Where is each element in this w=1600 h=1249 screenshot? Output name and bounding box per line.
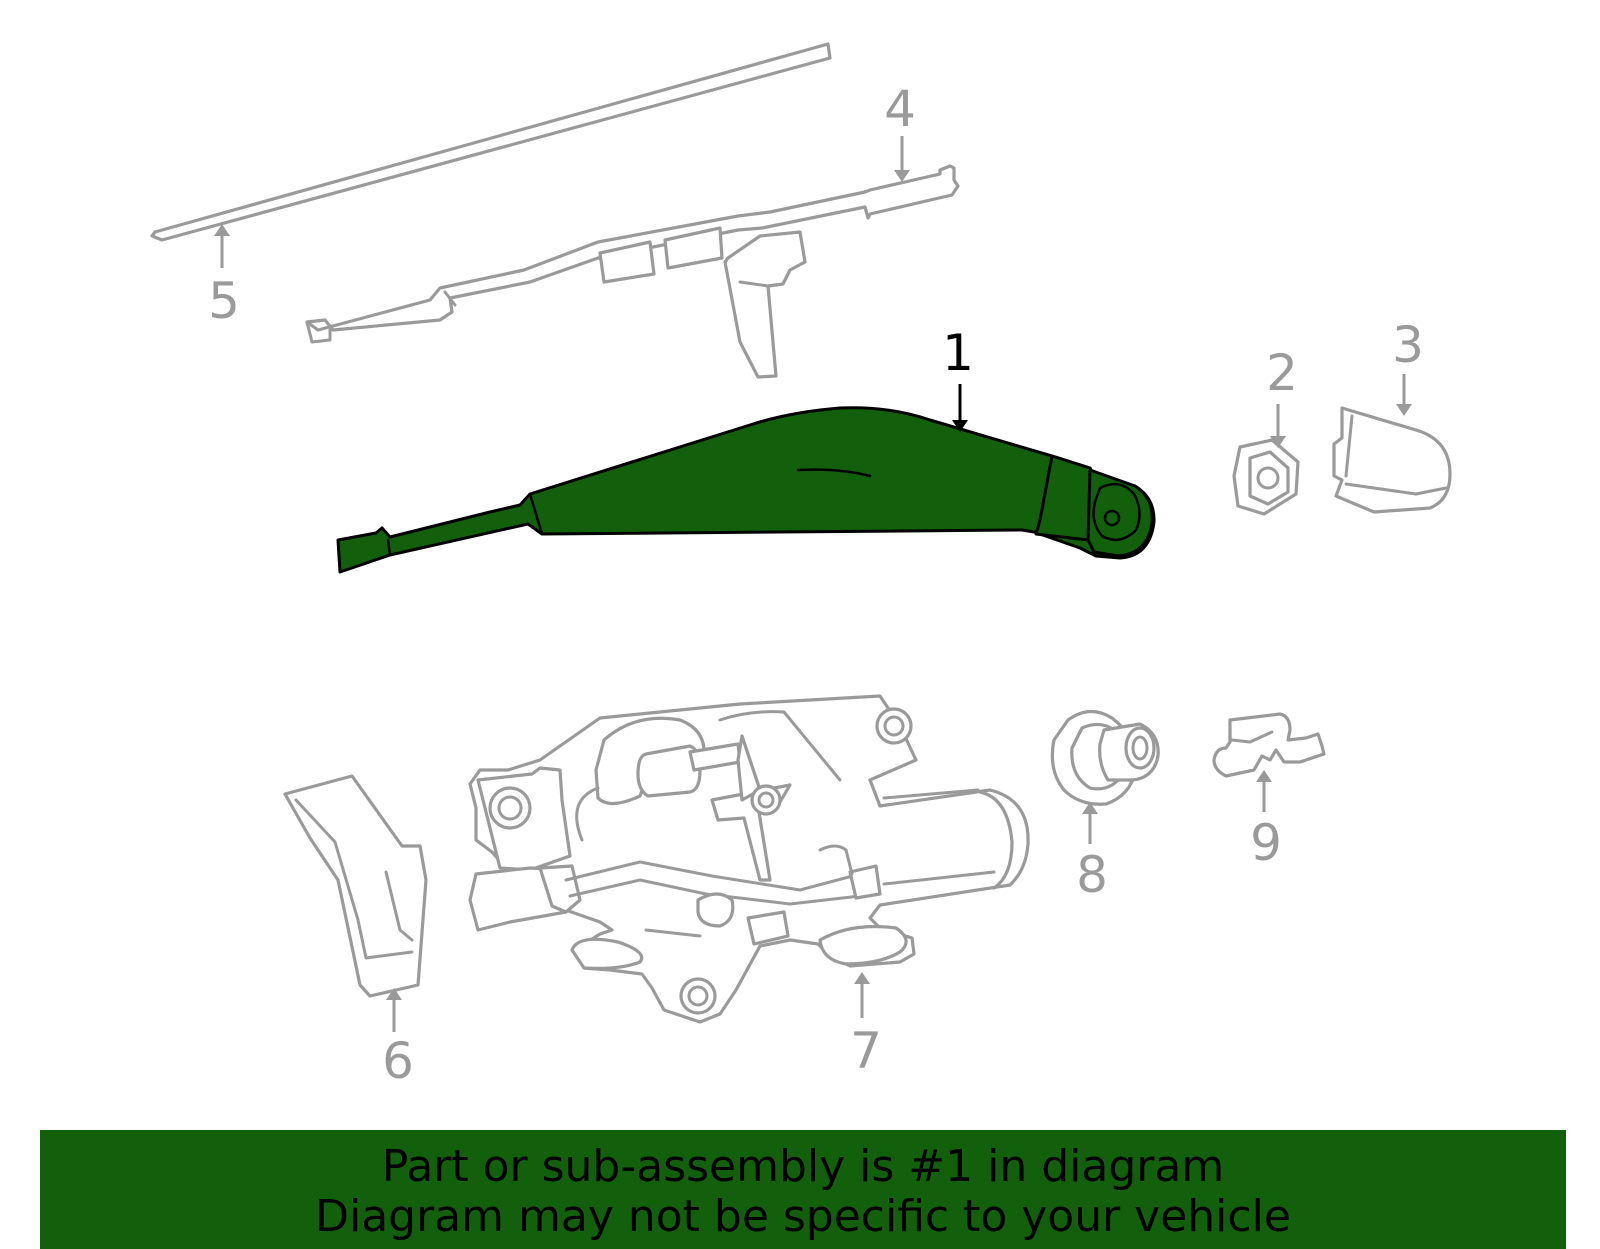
banner-line-disclaimer: Diagram may not be specific to your vehi…	[315, 1191, 1291, 1242]
callout-arrowhead-7	[854, 972, 870, 984]
callout-number-7[interactable]: 7	[850, 1022, 882, 1080]
part-2-nut[interactable]	[1232, 438, 1300, 516]
callout-arrowhead-6	[386, 988, 402, 1000]
callout-number-3[interactable]: 3	[1392, 316, 1424, 374]
part-8-grommet[interactable]	[1050, 709, 1160, 806]
callout-arrowhead-9	[1256, 770, 1272, 782]
callout-arrowhead-5	[214, 224, 230, 236]
callout-number-6[interactable]: 6	[382, 1032, 414, 1090]
part-9-clip[interactable]	[1212, 712, 1326, 778]
part-3-cap[interactable]	[1332, 406, 1452, 514]
callout-number-1[interactable]: 1	[942, 324, 974, 382]
part-1-wiper-arm[interactable]	[336, 406, 1156, 574]
callout-arrowhead-1	[952, 420, 968, 432]
callout-number-2[interactable]: 2	[1266, 344, 1298, 402]
part-5-wiper-blade[interactable]	[150, 42, 832, 242]
callout-number-5[interactable]: 5	[208, 272, 240, 330]
callout-arrowhead-8	[1082, 802, 1098, 814]
callout-arrowhead-3	[1396, 404, 1412, 416]
banner-line-highlight: Part or sub-assembly is #1 in diagram	[381, 1141, 1225, 1192]
callout-number-9[interactable]: 9	[1250, 814, 1282, 872]
callout-arrowhead-4	[894, 170, 910, 182]
callout-number-8[interactable]: 8	[1076, 846, 1108, 904]
callout-number-4[interactable]: 4	[884, 80, 916, 138]
callout-arrowhead-2	[1270, 436, 1286, 448]
part-7-wiper-motor[interactable]	[468, 694, 1030, 1024]
part-4-blade-assembly[interactable]	[305, 164, 960, 379]
part-6-cover[interactable]	[283, 774, 428, 998]
info-banner: Part or sub-assembly is #1 in diagram Di…	[40, 1130, 1566, 1249]
